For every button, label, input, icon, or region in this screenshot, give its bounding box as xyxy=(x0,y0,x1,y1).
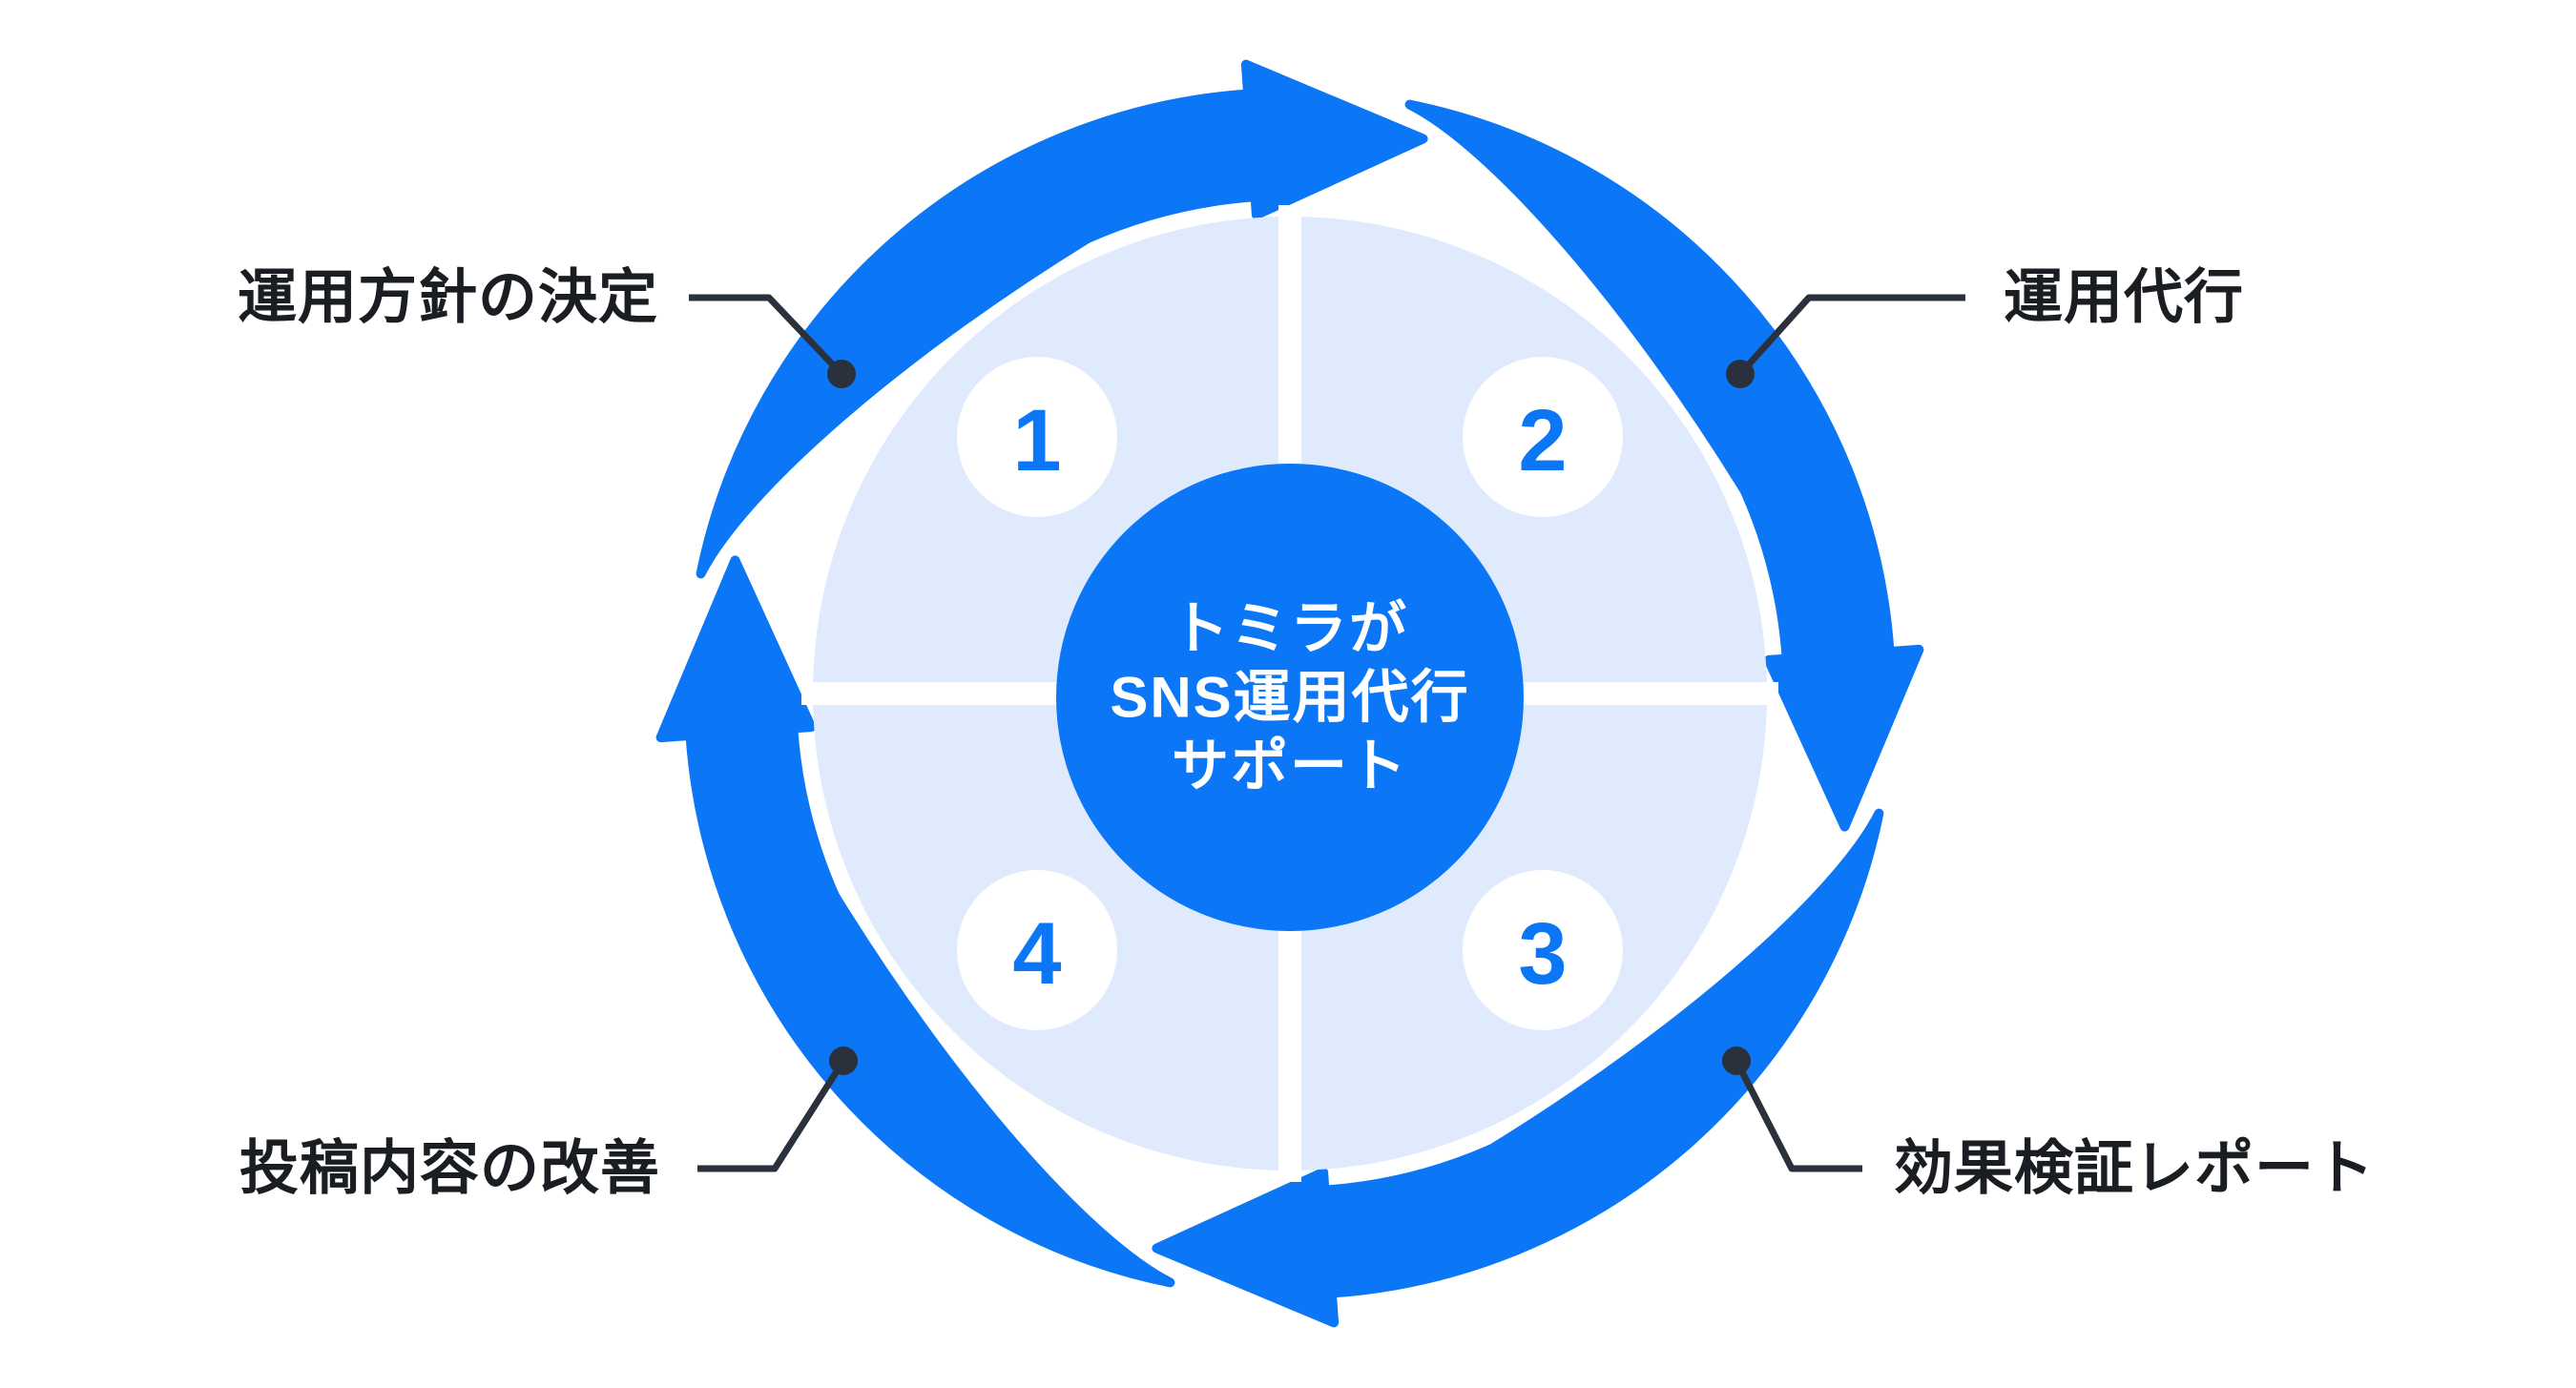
connector-dot xyxy=(827,360,856,388)
center-title-line2: SNS運用代行 xyxy=(1110,666,1469,730)
arrow-ring xyxy=(661,59,1920,1323)
step-number: 2 xyxy=(1518,392,1567,489)
connector-dot xyxy=(829,1046,858,1075)
callout-step1: 運用方針の決定 xyxy=(238,265,856,388)
step-badge-1: 1 xyxy=(957,357,1117,517)
badge-circle xyxy=(1463,870,1623,1030)
step-badge-2: 2 xyxy=(1463,357,1623,517)
callout-step4: 投稿内容の改善 xyxy=(239,1046,858,1202)
center-title-line3: サポート xyxy=(1172,735,1408,798)
center-hub: トミラが SNS運用代行 サポート xyxy=(1056,464,1524,931)
connector-line xyxy=(689,294,844,377)
badge-circle xyxy=(957,357,1117,517)
step-badges: 1 2 3 4 xyxy=(957,357,1623,1030)
connector-line xyxy=(1737,294,1965,377)
center-circle xyxy=(1056,464,1524,931)
step-label-4: 投稿内容の改善 xyxy=(239,1136,660,1202)
step-label-3: 効果検証レポート xyxy=(1894,1136,2375,1202)
step-badge-3: 3 xyxy=(1463,870,1623,1030)
step-label-1: 運用方針の決定 xyxy=(238,265,658,331)
connector-dot xyxy=(1722,1046,1751,1075)
step-number: 3 xyxy=(1518,905,1567,1003)
callouts: 運用方針の決定 運用代行 効果検証レポート 投稿内容の改善 xyxy=(238,265,2375,1202)
step-label-2: 運用代行 xyxy=(2004,265,2244,331)
arrow-segment-icon xyxy=(696,59,1428,579)
connector-dot xyxy=(1726,360,1755,388)
step-number: 4 xyxy=(1012,905,1061,1003)
step-badge-4: 4 xyxy=(957,870,1117,1030)
badge-circle xyxy=(957,870,1117,1030)
callout-step2: 運用代行 xyxy=(1726,265,2244,388)
connector-line xyxy=(697,1059,846,1172)
center-title-line1: トミラが xyxy=(1172,597,1408,661)
badge-circle xyxy=(1463,357,1623,517)
callout-step3: 効果検証レポート xyxy=(1722,1046,2375,1202)
step-number: 1 xyxy=(1012,392,1061,489)
connector-line xyxy=(1733,1059,1862,1172)
